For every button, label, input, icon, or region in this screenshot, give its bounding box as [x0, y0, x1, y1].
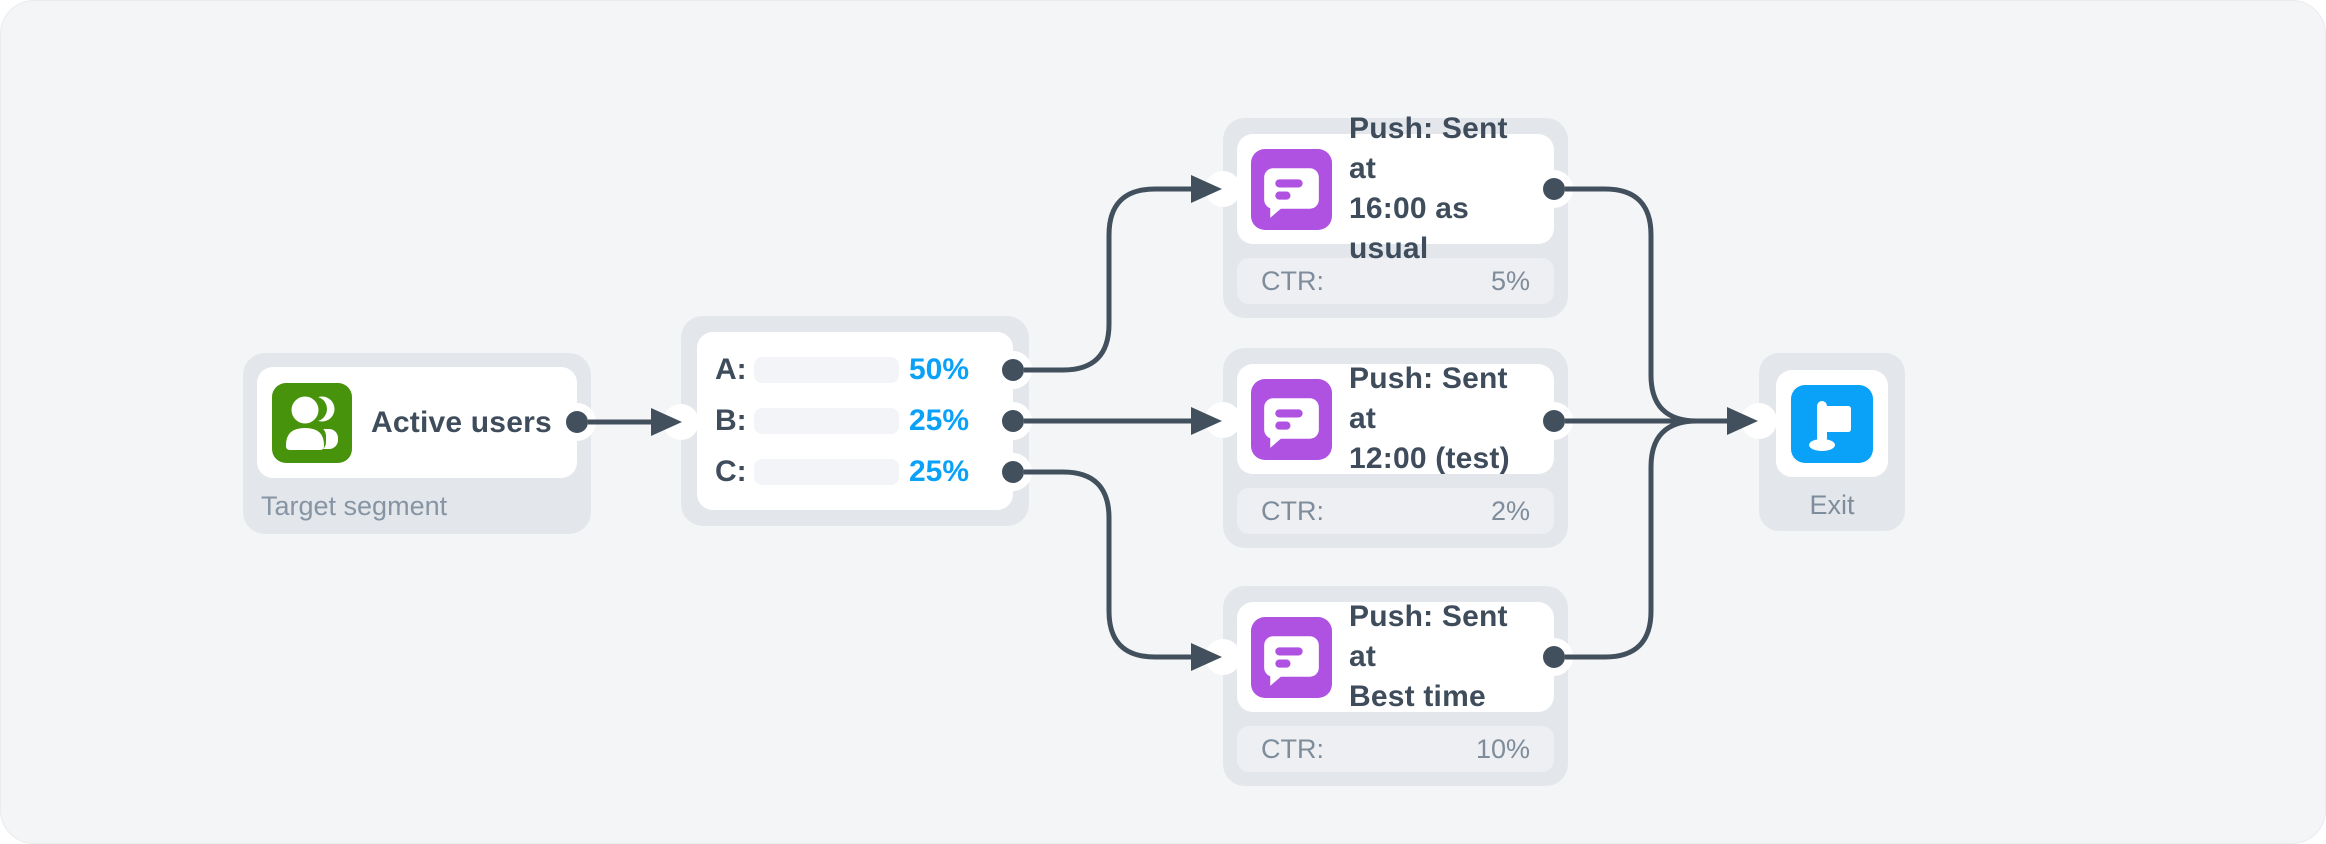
split-row-label: B: — [715, 404, 747, 437]
push-title: Push: Sent at Best time — [1349, 597, 1540, 717]
edge-split-c-to-push3 — [1024, 469, 1191, 660]
port-split-a-out[interactable] — [1002, 359, 1024, 381]
users-icon — [272, 382, 352, 463]
port-segment-out[interactable] — [566, 411, 588, 433]
port-push1-out[interactable] — [1543, 178, 1565, 200]
ctr-pill: CTR: 2% — [1237, 488, 1554, 534]
split-row-b: B: 25% — [715, 403, 1013, 439]
push-node-best-time: Push: Sent at Best time CTR: 10% — [1223, 586, 1568, 786]
arrowhead-into-split — [651, 408, 682, 436]
exit-label: Exit — [1809, 490, 1855, 520]
exit-card[interactable] — [1776, 370, 1888, 477]
port-push3-out[interactable] — [1543, 646, 1565, 668]
arrowhead-into-exit — [1727, 407, 1758, 435]
push-node-12-00: Push: Sent at 12:00 (test) CTR: 2% — [1223, 348, 1568, 548]
split-row-percent: 25% — [908, 455, 969, 488]
push-title-line2: 12:00 (test) — [1349, 442, 1510, 475]
ctr-label: CTR: — [1261, 265, 1324, 296]
split-node: A: 50% B: 25% C: 25% — [681, 316, 1029, 526]
segment-subtitle: Target segment — [261, 491, 448, 521]
split-bar — [753, 408, 899, 434]
split-row-label: A: — [715, 353, 747, 386]
split-row-c: C: 25% — [715, 454, 1013, 490]
split-row-label: C: — [715, 455, 747, 488]
push-message-icon — [1251, 148, 1332, 230]
split-bar — [753, 459, 899, 485]
arrowhead-into-push3 — [1191, 643, 1222, 671]
push-card[interactable]: Push: Sent at 12:00 (test) — [1237, 362, 1554, 475]
ctr-value: 5% — [1490, 265, 1530, 296]
push-title-line1: Push: Sent at — [1349, 362, 1508, 435]
segment-title: Active users — [371, 405, 552, 439]
split-row-percent: 25% — [908, 404, 969, 437]
push-message-icon — [1251, 616, 1332, 698]
push-title-line2: 16:00 as usual — [1349, 192, 1470, 265]
split-bar — [753, 357, 899, 383]
split-card[interactable]: A: 50% B: 25% C: 25% — [697, 332, 1013, 510]
push-message-icon — [1251, 378, 1332, 460]
split-row-a: A: 50% — [715, 352, 1013, 388]
ctr-value: 10% — [1475, 733, 1530, 764]
ctr-label: CTR: — [1261, 733, 1324, 764]
flag-icon — [1791, 384, 1873, 463]
segment-card[interactable]: Active users — [257, 367, 577, 478]
push-title: Push: Sent at 16:00 as usual — [1349, 109, 1540, 269]
arrowhead-into-push1 — [1191, 175, 1222, 203]
port-split-b-out[interactable] — [1002, 410, 1024, 432]
arrowhead-into-push2 — [1191, 407, 1222, 435]
push-card[interactable]: Push: Sent at Best time — [1237, 600, 1554, 713]
port-split-c-out[interactable] — [1002, 461, 1024, 483]
ctr-pill: CTR: 10% — [1237, 726, 1554, 772]
ctr-value: 2% — [1490, 495, 1530, 526]
push-card[interactable]: Push: Sent at 16:00 as usual — [1237, 112, 1554, 265]
push-title: Push: Sent at 12:00 (test) — [1349, 359, 1540, 479]
push-title-line1: Push: Sent at — [1349, 112, 1508, 185]
push-node-16-00: Push: Sent at 16:00 as usual CTR: 5% — [1223, 112, 1568, 318]
ctr-pill: CTR: 5% — [1237, 258, 1554, 304]
edge-push3-to-exit — [1565, 418, 1698, 660]
push-title-line1: Push: Sent at — [1349, 600, 1508, 673]
port-push2-out[interactable] — [1543, 410, 1565, 432]
push-title-line2: Best time — [1349, 680, 1486, 713]
split-row-percent: 50% — [908, 353, 969, 386]
segment-node: Active users Target segment — [243, 353, 591, 534]
port-notches — [558, 170, 1777, 676]
ctr-label: CTR: — [1261, 495, 1324, 526]
exit-node: Exit — [1759, 353, 1905, 531]
edge-split-a-to-push1 — [1024, 186, 1191, 373]
edge-push1-to-exit — [1565, 186, 1698, 424]
